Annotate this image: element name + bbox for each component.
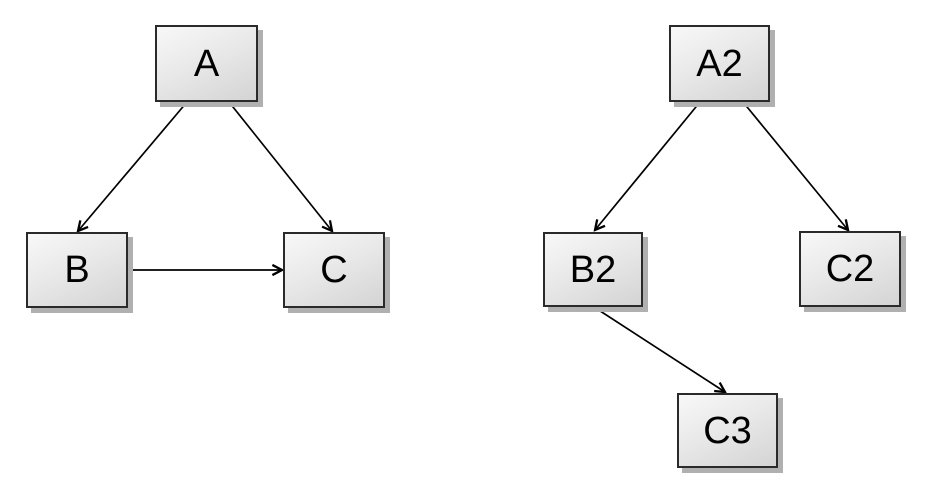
edge-A-B xyxy=(78,101,188,231)
node-label: A2 xyxy=(696,42,743,85)
node-C3[interactable]: C3 xyxy=(677,393,778,468)
node-C2[interactable]: C2 xyxy=(799,231,901,307)
node-C[interactable]: C xyxy=(283,232,385,308)
node-label: B2 xyxy=(569,248,617,291)
edge-A-C xyxy=(228,101,332,231)
node-label: B xyxy=(64,249,90,291)
node-label: C3 xyxy=(703,409,752,452)
edge-A2-B2 xyxy=(595,101,701,230)
node-label: A xyxy=(193,42,220,85)
node-label: C2 xyxy=(825,248,875,290)
edge-A2-C2 xyxy=(742,101,848,230)
node-A[interactable]: A xyxy=(155,25,258,102)
edge-B2-C3 xyxy=(593,306,725,392)
node-B[interactable]: B xyxy=(26,232,128,308)
node-B2[interactable]: B2 xyxy=(543,232,643,307)
node-label: C xyxy=(320,249,348,291)
node-A2[interactable]: A2 xyxy=(669,25,770,102)
